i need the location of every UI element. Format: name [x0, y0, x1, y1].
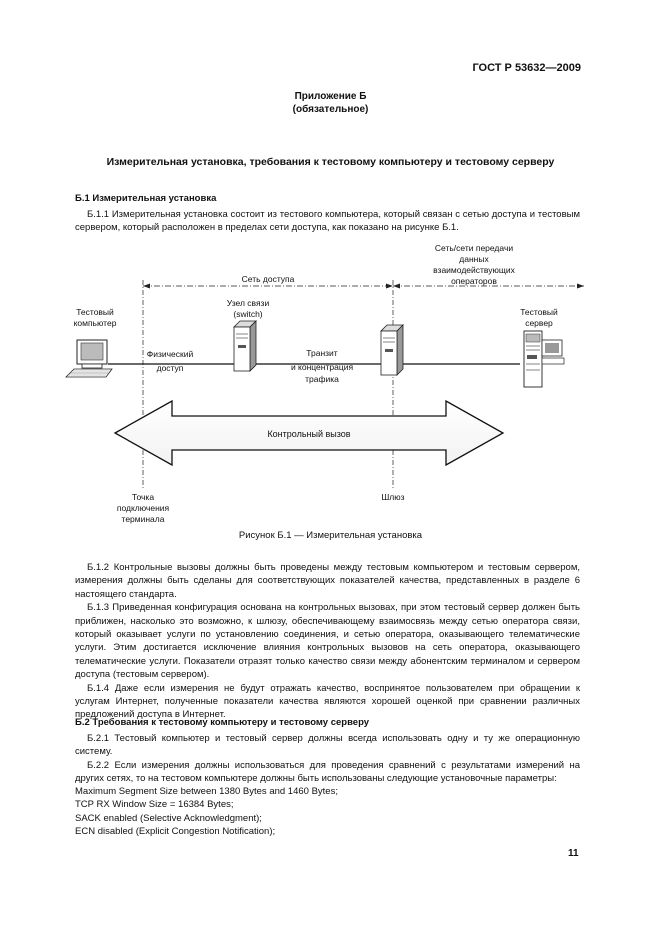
svg-text:(switch): (switch) [233, 309, 262, 319]
settings-item: Maximum Segment Size between 1380 Bytes … [75, 786, 338, 797]
operators-network-label: Сеть/сети передачи данных взаимодействую… [433, 243, 515, 286]
svg-text:и концентрация: и концентрация [291, 362, 354, 372]
settings-item: SACK enabled (Selective Acknowledgment); [75, 812, 262, 824]
paragraph-b1-4: Б.1.4 Даже если измерения не будут отраж… [75, 682, 580, 721]
access-network-span: Сеть доступа [143, 274, 584, 289]
appendix-status: (обязательное) [292, 104, 369, 115]
svg-text:терминала: терминала [122, 514, 165, 524]
figure-caption: Рисунок Б.1 — Измерительная установка [238, 530, 423, 541]
physical-access-label: Физический доступ [147, 349, 194, 373]
access-network-label: Сеть доступа [242, 274, 295, 284]
test-server-label: Тестовый сервер [520, 307, 558, 328]
server-icon [523, 330, 565, 388]
svg-text:данных: данных [459, 254, 489, 264]
section-heading-b2: Б.2 Требования к тестовому компьютеру и … [75, 717, 370, 728]
control-call-arrow: Контрольный вызов [113, 399, 505, 467]
document-id: ГОСТ Р 53632—2009 [472, 62, 581, 74]
control-call-label: Контрольный вызов [267, 429, 350, 439]
svg-text:операторов: операторов [451, 276, 497, 286]
page-number: 11 [568, 848, 579, 859]
paragraphs-b2: Б.2.1 Тестовый компьютер и тестовый серв… [75, 732, 580, 786]
paragraph-b1-1: Б.1.1 Измерительная установка состоит из… [75, 209, 580, 234]
paragraphs-b1-2-to-b1-4: Б.1.2 Контрольные вызовы должны быть про… [75, 561, 580, 722]
svg-text:Сеть/сети передачи: Сеть/сети передачи [435, 243, 513, 253]
switch-tower-icon [233, 320, 257, 372]
paragraph-b1-2: Б.1.2 Контрольные вызовы должны быть про… [75, 562, 580, 600]
svg-text:взаимодействующих: взаимодействующих [433, 265, 515, 275]
settings-item: ECN disabled (Explicit Congestion Notifi… [75, 826, 276, 838]
settings-list: Maximum Segment Size between 1380 Bytes … [75, 785, 338, 839]
terminal-point-label: Точка подключения терминала [117, 492, 170, 524]
svg-text:Физический: Физический [147, 349, 194, 359]
svg-text:Узел связи: Узел связи [227, 298, 270, 308]
svg-text:доступ: доступ [157, 363, 184, 373]
gateway-label: Шлюз [381, 492, 404, 502]
svg-text:Транзит: Транзит [306, 348, 338, 358]
section-heading-b1: Б.1 Измерительная установка [75, 193, 217, 204]
svg-text:Тестовый: Тестовый [520, 307, 558, 317]
svg-text:Тестовый: Тестовый [76, 307, 114, 317]
transit-label: Транзит и концентрация трафика [291, 348, 354, 384]
gateway-tower-icon [380, 324, 404, 376]
paragraph-b2-1: Б.2.1 Тестовый компьютер и тестовый серв… [75, 733, 580, 758]
paragraph-b1-3: Б.1.3 Приведенная конфигурация основана … [75, 602, 580, 681]
svg-text:Точка: Точка [132, 492, 154, 502]
paragraph-b2-2: Б.2.2 Если измерения должны использовать… [75, 759, 580, 785]
svg-text:трафика: трафика [305, 374, 339, 384]
svg-text:компьютер: компьютер [74, 318, 117, 328]
appendix-label: Приложение Б [294, 91, 367, 102]
switch-node-label: Узел связи (switch) [227, 298, 270, 319]
svg-text:сервер: сервер [525, 318, 553, 328]
test-computer-label: Тестовый компьютер [74, 307, 117, 328]
computer-icon [65, 339, 113, 378]
svg-text:подключения: подключения [117, 503, 170, 513]
settings-item: TCP RX Window Size = 16384 Bytes; [75, 799, 234, 811]
figure-measurement-setup: Сеть/сети передачи данных взаимодействую… [65, 243, 584, 524]
appendix-title: Измерительная установка, требования к те… [106, 156, 555, 168]
